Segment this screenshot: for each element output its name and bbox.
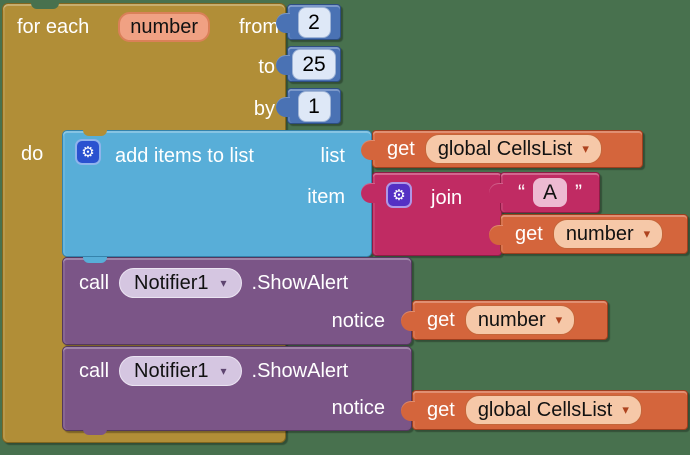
connector-tab <box>401 311 415 331</box>
dropdown-arrow-icon: ▾ <box>220 364 227 378</box>
connector-tab <box>489 225 503 245</box>
number-input[interactable]: 2 <box>297 6 331 38</box>
component-dropdown[interactable]: Notifier1 ▾ <box>119 268 242 298</box>
variable-dropdown[interactable]: number ▾ <box>464 305 576 335</box>
notice-socket-label: notice <box>331 397 385 419</box>
mutator-gear-icon[interactable]: ⚙ <box>75 139 101 165</box>
do-label: do <box>21 143 44 165</box>
connector-tab <box>401 401 415 421</box>
connector-tab <box>361 183 375 203</box>
connector-tab <box>276 13 290 33</box>
get-label: get <box>387 138 415 160</box>
get-number-block[interactable]: get number ▾ <box>401 300 608 340</box>
connector-tab <box>361 140 375 160</box>
join-block[interactable]: ⚙ join <box>361 172 502 256</box>
variable-name: number <box>477 309 546 331</box>
connector-tab <box>276 97 290 117</box>
component-name: Notifier1 <box>134 272 209 294</box>
variable-name: number <box>565 223 634 245</box>
variable-dropdown[interactable]: number ▾ <box>552 219 664 249</box>
get-number-block[interactable]: get number ▾ <box>489 214 688 254</box>
text-string-block[interactable]: “ A ” <box>489 172 600 213</box>
dropdown-arrow-icon: ▾ <box>622 402 629 418</box>
variable-dropdown[interactable]: global CellsList ▾ <box>464 395 642 425</box>
number-input[interactable]: 25 <box>292 48 336 80</box>
by-label: by <box>253 98 275 120</box>
list-socket-label: list <box>320 145 345 167</box>
connector-tab <box>276 55 290 75</box>
add-items-to-list-block[interactable]: ⚙ add items to list list item <box>62 130 372 257</box>
call-showalert-block-2[interactable]: call Notifier1 ▾ .ShowAlert notice <box>62 346 412 435</box>
component-dropdown[interactable]: Notifier1 ▾ <box>119 356 242 386</box>
join-label: join <box>431 187 463 209</box>
variable-name: global CellsList <box>477 399 613 421</box>
loop-variable-field[interactable]: number <box>118 12 211 42</box>
call-label: call <box>79 272 110 294</box>
dropdown-arrow-icon: ▾ <box>555 312 563 328</box>
method-label: .ShowAlert <box>251 272 349 294</box>
method-label: .ShowAlert <box>251 360 349 382</box>
dropdown-arrow-icon: ▾ <box>220 276 227 290</box>
number-block-by[interactable]: 1 <box>276 88 341 124</box>
get-global-cellslist-block[interactable]: get global CellsList ▾ <box>361 130 643 168</box>
get-global-cellslist-block[interactable]: get global CellsList ▾ <box>401 390 688 430</box>
close-quote: ” <box>575 181 582 204</box>
statement-seam <box>83 257 107 263</box>
from-label: from <box>238 16 279 38</box>
get-label: get <box>515 223 543 245</box>
statement-bump <box>83 429 107 435</box>
notice-socket-label: notice <box>331 310 385 332</box>
call-showalert-block-1[interactable]: call Notifier1 ▾ .ShowAlert notice <box>62 257 412 345</box>
number-block-to[interactable]: 25 <box>276 46 341 82</box>
open-quote: “ <box>517 181 525 204</box>
statement-seam <box>83 130 107 136</box>
mutator-gear-icon[interactable]: ⚙ <box>386 182 412 208</box>
component-name: Notifier1 <box>134 360 209 382</box>
string-input[interactable]: A <box>532 178 567 207</box>
variable-dropdown[interactable]: global CellsList ▾ <box>424 134 602 164</box>
dropdown-arrow-icon: ▾ <box>643 226 651 242</box>
top-notch <box>31 3 59 9</box>
get-label: get <box>427 309 455 331</box>
get-label: get <box>427 399 455 421</box>
call-label: call <box>79 360 110 382</box>
for-each-label: for each <box>17 16 90 38</box>
number-block-from[interactable]: 2 <box>276 4 341 40</box>
dropdown-arrow-icon: ▾ <box>582 141 589 157</box>
item-socket-label: item <box>307 186 345 208</box>
to-label: to <box>258 56 275 78</box>
variable-name: global CellsList <box>437 138 573 160</box>
connector-tab <box>489 183 503 203</box>
add-items-label: add items to list <box>115 145 254 167</box>
number-input[interactable]: 1 <box>297 90 331 122</box>
